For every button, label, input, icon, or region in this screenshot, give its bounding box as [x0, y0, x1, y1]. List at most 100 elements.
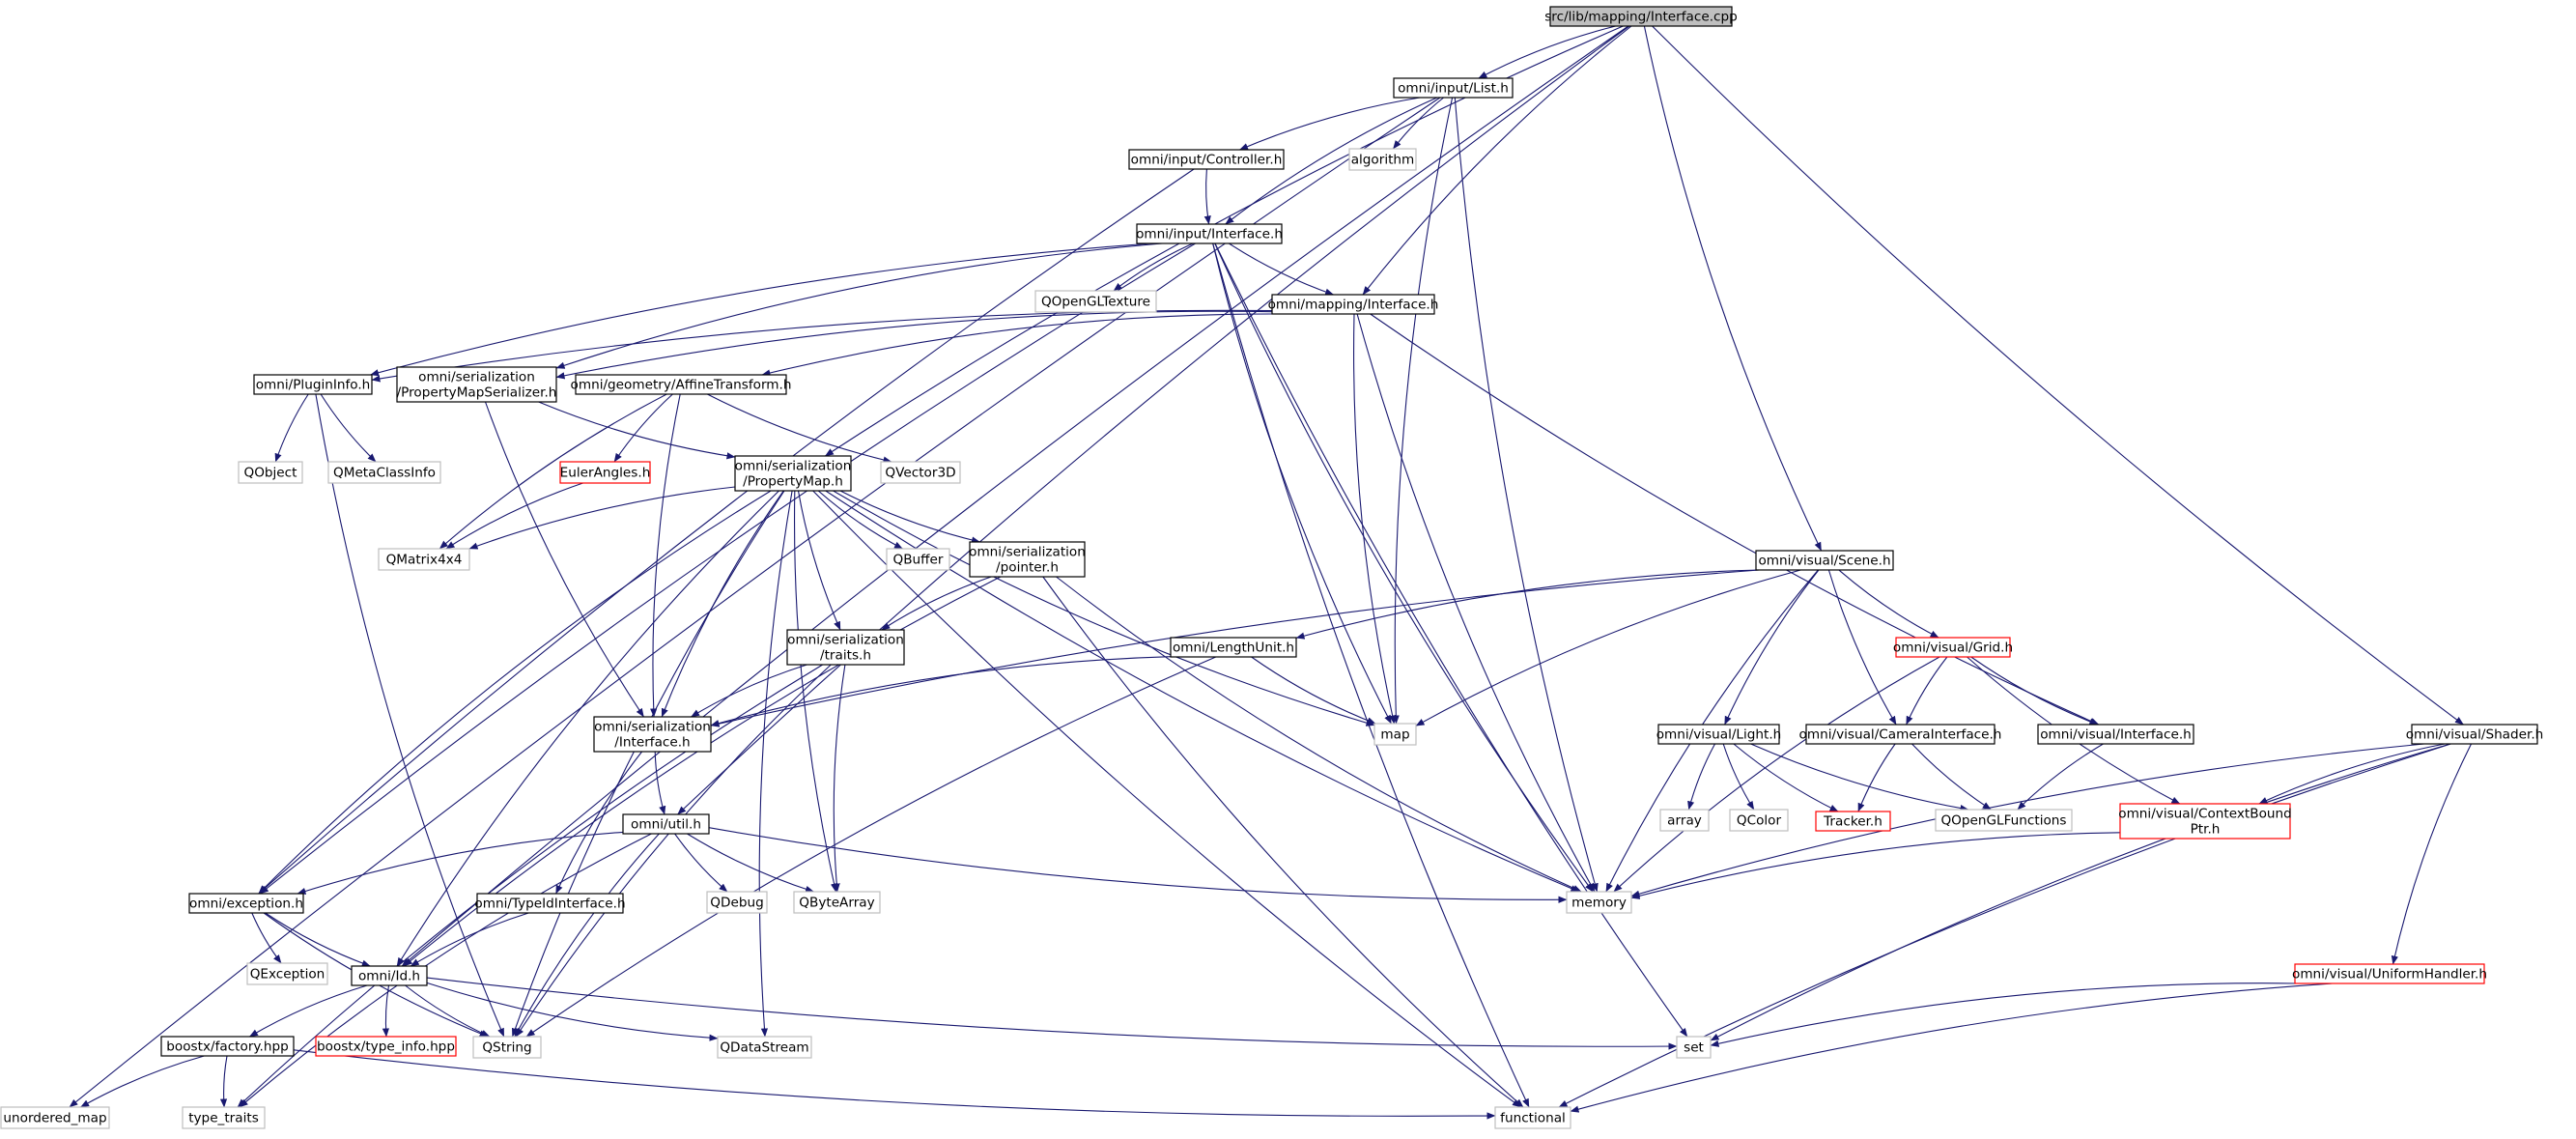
edge-traits-to-qstring — [515, 664, 832, 1038]
edge-shader-to-set — [1710, 743, 2451, 1041]
node-label: QMatrix4x4 — [386, 553, 463, 568]
node-label: omni/visual/Shader.h — [2406, 727, 2544, 743]
node-set: set — [1676, 1036, 1712, 1059]
edge-mappingInterface-to-visualInterface — [1370, 313, 2100, 726]
edge-visualInterface-to-qoglFunctions — [2017, 743, 2104, 811]
node-label: omni/mapping/Interface.h — [1268, 298, 1439, 313]
edge-inputList-to-memory — [1454, 97, 1599, 893]
edge-light-to-array — [1687, 743, 1715, 811]
edge-propertyMap-to-omniId — [396, 490, 779, 967]
node-affine[interactable]: omni/geometry/AffineTransform.h — [571, 374, 792, 395]
edge-pointer-to-memory — [1056, 576, 1582, 893]
node-root[interactable]: src/lib/mapping/Interface.cpp — [1544, 6, 1738, 27]
node-pointer[interactable]: omni/serialization/pointer.h — [969, 541, 1086, 578]
edge-cameraInterface-to-tracker — [1857, 743, 1896, 812]
node-inputInterface[interactable]: omni/input/Interface.h — [1136, 223, 1283, 244]
edge-shader-to-memory — [1630, 743, 2424, 897]
edge-scene-to-light — [1724, 569, 1820, 726]
node-box — [717, 1036, 812, 1059]
node-typeInfo[interactable]: boostx/type_info.hpp — [315, 1036, 457, 1057]
node-serInterface[interactable]: omni/serialization/Interface.h — [593, 716, 712, 753]
node-box — [238, 461, 303, 484]
node-pluginInfo[interactable]: omni/PluginInfo.h — [253, 374, 373, 395]
node-box — [2294, 963, 2485, 984]
edge-util-to-typeTraits — [239, 833, 652, 1108]
node-cameraInterface[interactable]: omni/visual/CameraInterface.h — [1799, 724, 2002, 745]
node-inputController[interactable]: omni/input/Controller.h — [1128, 149, 1285, 170]
edge-grid-to-visualInterface — [1970, 656, 2099, 726]
node-scene[interactable]: omni/visual/Scene.h — [1755, 550, 1894, 571]
node-box — [253, 374, 373, 395]
node-label: omni/util.h — [631, 817, 701, 833]
edge-propertyMap-to-qbytearray — [794, 490, 838, 893]
file-nodes: src/lib/mapping/Interface.cpp omni/input/… — [0, 6, 2544, 1129]
edge-affine-to-euler — [613, 393, 673, 463]
node-shader[interactable]: omni/visual/Shader.h — [2406, 724, 2544, 745]
node-label: Tracker.h — [1823, 814, 1882, 830]
node-qexception: QException — [246, 962, 328, 985]
node-util[interactable]: omni/util.h — [622, 813, 710, 835]
edge-propertyMap-to-qmatrix — [468, 486, 736, 550]
edge-exception-to-qexception — [251, 912, 282, 964]
edge-grid-to-cameraInterface — [1906, 656, 1948, 726]
edge-root-to-mappingInterface — [1362, 25, 1632, 296]
edge-affine-to-qmatrix — [439, 393, 667, 550]
edge-scene-to-cameraInterface — [1827, 569, 1897, 726]
node-box — [2037, 724, 2194, 745]
node-inputList[interactable]: omni/input/List.h — [1393, 77, 1514, 99]
node-factory[interactable]: boostx/factory.hpp — [160, 1036, 295, 1057]
edge-contextBound-to-memory — [1630, 832, 2121, 899]
node-label: omni/visual/ContextBound — [2118, 807, 2292, 822]
node-grid[interactable]: omni/visual/Grid.h — [1893, 637, 2013, 658]
node-box — [160, 1036, 295, 1057]
node-label: algorithm — [1351, 153, 1415, 168]
edge-lengthUnit-to-qstring — [525, 656, 1217, 1038]
edge-propertyMap-to-traits — [797, 490, 841, 631]
node-traits[interactable]: omni/serialization/traits.h — [786, 629, 905, 666]
node-label: array — [1667, 813, 1702, 829]
edge-lengthUnit-to-map — [1251, 656, 1376, 725]
node-label: QDebug — [710, 896, 763, 911]
node-exception[interactable]: omni/exception.h — [188, 893, 304, 914]
node-lengthUnit[interactable]: omni/LengthUnit.h — [1170, 637, 1297, 658]
node-pmSerializer[interactable]: omni/serialization/PropertyMapSerializer… — [396, 366, 557, 403]
node-box — [188, 893, 304, 914]
node-label: functional — [1500, 1111, 1566, 1126]
node-label: omni/serialization — [787, 633, 904, 648]
node-light[interactable]: omni/visual/Light.h — [1656, 724, 1782, 745]
edge-util-to-qbytearray — [687, 833, 814, 893]
node-box — [2119, 803, 2291, 840]
node-label: omni/visual/UniformHandler.h — [2292, 967, 2487, 982]
node-memory: memory — [1566, 891, 1632, 914]
node-qobject: QObject — [238, 461, 303, 484]
edge-scene-to-serInterface — [710, 569, 1760, 727]
edge-util-to-qdebug — [674, 833, 728, 893]
node-box — [1805, 724, 1996, 745]
node-box — [1393, 77, 1514, 99]
node-visualInterface[interactable]: omni/visual/Interface.h — [2037, 724, 2194, 745]
node-euler[interactable]: EulerAngles.h — [559, 461, 651, 484]
edge-inputInterface-to-functional — [1212, 242, 1530, 1108]
edge-light-to-tracker — [1733, 743, 1839, 812]
edge-euler-to-qmatrix — [445, 482, 583, 550]
node-propertyMap[interactable]: omni/serialization/PropertyMap.h — [734, 455, 852, 492]
node-label: EulerAngles.h — [560, 466, 651, 481]
node-qbuffer: QBuffer — [886, 548, 950, 571]
node-box — [1494, 1106, 1571, 1129]
edge-mappingInterface-to-affine — [761, 313, 1273, 377]
edge-pluginInfo-to-qmetaclass — [320, 393, 377, 463]
node-mappingInterface[interactable]: omni/mapping/Interface.h — [1268, 294, 1439, 315]
edge-inputInterface-to-exception — [260, 242, 1196, 895]
edge-scene-to-map — [1415, 569, 1801, 726]
node-label: QVector3D — [885, 466, 955, 481]
node-label: unordered_map — [3, 1111, 106, 1126]
node-typeIdInterface[interactable]: omni/TypeIdInterface.h — [474, 893, 626, 914]
node-omniId[interactable]: omni/Id.h — [351, 965, 428, 986]
node-uniformHandler[interactable]: omni/visual/UniformHandler.h — [2292, 963, 2487, 984]
edge-light-to-qcolor — [1722, 743, 1755, 811]
edge-pmSerializer-to-serInterface — [484, 401, 644, 718]
node-typeTraits: type_traits — [182, 1106, 266, 1129]
node-tracker[interactable]: Tracker.h — [1815, 811, 1891, 832]
edge-inputInterface-to-set — [1214, 242, 1688, 1038]
